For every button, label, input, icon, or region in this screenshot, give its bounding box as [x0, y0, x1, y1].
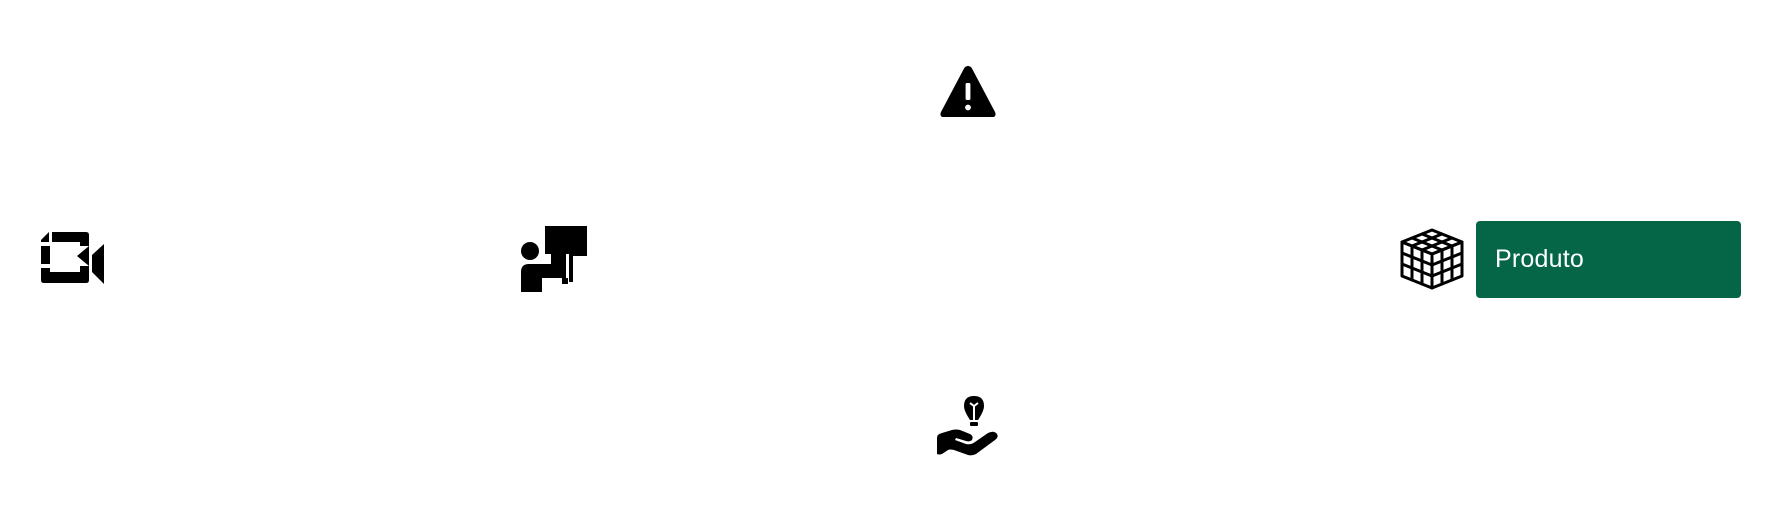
produto-button[interactable]: Produto [1476, 221, 1741, 298]
video-meeting-icon [40, 232, 106, 284]
hand-lightbulb-icon [936, 394, 1002, 456]
presenter-icon [520, 226, 588, 292]
warning-triangle-icon [938, 64, 998, 120]
rubiks-cube-icon [1400, 228, 1464, 290]
produto-button-label: Produto [1495, 245, 1584, 273]
